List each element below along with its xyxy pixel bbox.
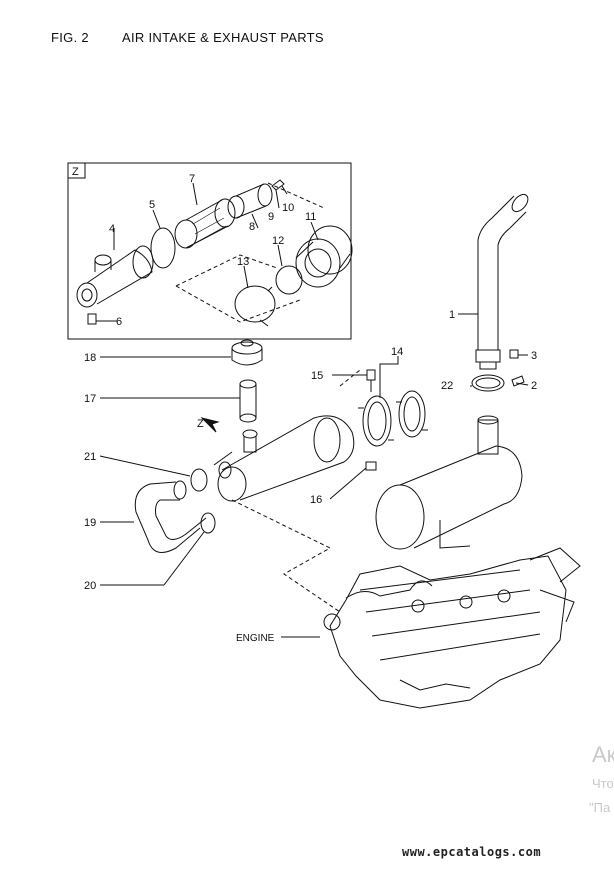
- gasket-ring: [150, 227, 176, 269]
- detail-view-label: Z: [72, 166, 79, 178]
- leader-lines: [96, 182, 529, 638]
- intake-hose: [134, 480, 207, 553]
- callout-22: 22: [441, 380, 453, 392]
- muffler-band: [358, 390, 428, 447]
- callout-9: 9: [268, 211, 274, 223]
- callout-17: 17: [84, 393, 96, 405]
- air-filter-element-inner: [227, 183, 273, 219]
- view-arrow-label: Z: [197, 418, 204, 430]
- callout-3: 3: [531, 350, 537, 362]
- figure-number: FIG. 2: [51, 30, 89, 45]
- callout-11: 11: [305, 211, 316, 223]
- callout-4: 4: [109, 223, 115, 235]
- hose-clamp: [190, 468, 208, 492]
- engine-label: ENGINE: [236, 633, 275, 644]
- callout-20: 20: [84, 580, 96, 592]
- intake-pipe-short: [239, 379, 257, 423]
- callout-numbers: 1 2 3 4 5 6 7 8 9 10 11 12 13 14 15 16 1…: [84, 173, 537, 644]
- muffler: [375, 415, 523, 550]
- wing-nut: [271, 179, 285, 191]
- view-arrow: [200, 417, 220, 433]
- air-cleaner-cap: [295, 225, 353, 288]
- callout-15: 15: [311, 370, 323, 382]
- detail-view-box: Z: [67, 162, 352, 340]
- exhaust-tail-pipe: [475, 193, 529, 370]
- page-title: AIR INTAKE & EXHAUST PARTS: [122, 30, 324, 45]
- bolt: [511, 375, 525, 387]
- callout-12: 12: [272, 235, 284, 247]
- air-cleaner-housing: [76, 245, 154, 325]
- callout-13: 13: [237, 256, 249, 268]
- callout-14: 14: [391, 346, 403, 358]
- callout-8: 8: [249, 221, 255, 233]
- bolt: [509, 349, 519, 359]
- callout-21: 21: [84, 451, 96, 463]
- callout-6: 6: [116, 316, 122, 328]
- pre-cleaner-cap: [231, 339, 263, 366]
- callout-1: 1: [449, 309, 455, 321]
- hose-clamp: [200, 512, 216, 534]
- air-cleaner-assembly: [213, 415, 355, 502]
- band-clamp-large: [234, 285, 276, 327]
- air-filter-element-outer: [174, 198, 236, 249]
- nut: [365, 461, 377, 471]
- watermark-line-3: "Па: [589, 800, 611, 815]
- callout-5: 5: [149, 199, 155, 211]
- callout-16: 16: [310, 494, 322, 506]
- exhaust-pipe-clamp: [471, 374, 505, 392]
- watermark-line-2: Что: [592, 776, 614, 791]
- site-url: www.epcatalogs.com: [402, 845, 542, 859]
- watermark-line-1: Ак: [592, 742, 614, 767]
- band-clamp-small: [275, 265, 303, 295]
- callout-18: 18: [84, 352, 96, 364]
- callout-19: 19: [84, 517, 96, 529]
- callout-2: 2: [531, 380, 537, 392]
- engine: [323, 547, 581, 709]
- connection-guide: [231, 499, 341, 613]
- callout-10: 10: [282, 202, 294, 214]
- callout-7: 7: [189, 173, 195, 185]
- bolt: [366, 369, 376, 381]
